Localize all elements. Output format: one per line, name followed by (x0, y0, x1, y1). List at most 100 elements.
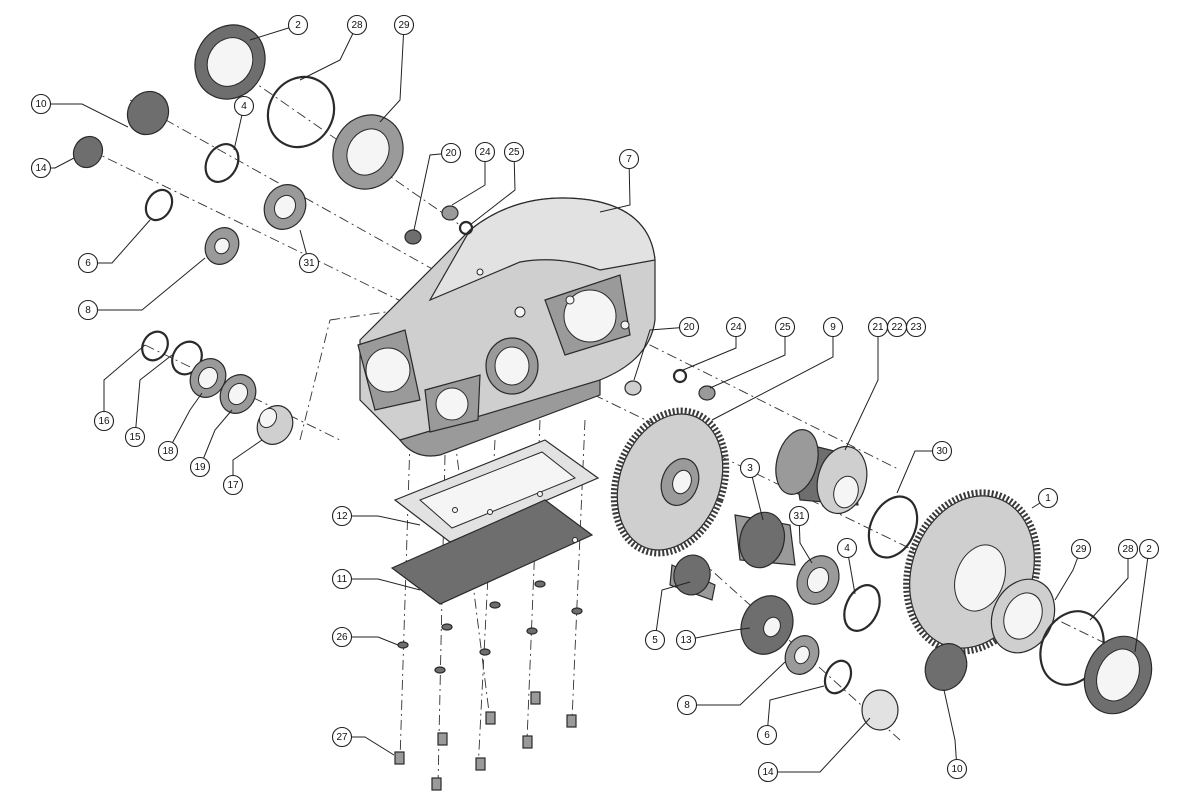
callout-8: 8 (77, 299, 99, 321)
callout-number: 25 (779, 322, 791, 333)
callout-24: 24 (474, 141, 496, 163)
callout-circle (124, 426, 146, 448)
callout-number: 10 (35, 99, 47, 110)
callout-number: 29 (398, 20, 410, 31)
callout-number: 14 (35, 163, 47, 174)
callout-circle (222, 474, 244, 496)
callout-29: 29 (393, 14, 415, 36)
callout-number: 15 (129, 432, 141, 443)
callout-number: 11 (337, 574, 348, 585)
callout-circle (474, 141, 496, 163)
callout-number: 10 (951, 764, 963, 775)
callout-circle (675, 629, 697, 651)
callout-number: 20 (683, 322, 695, 333)
callout-number: 26 (336, 632, 348, 643)
callout-circle (189, 456, 211, 478)
assembly-axes (89, 54, 1151, 786)
callout-number: 12 (336, 511, 348, 522)
callout-4: 4 (233, 95, 255, 117)
callout-number: 17 (227, 480, 239, 491)
callout-5: 5 (644, 629, 666, 651)
callout-16: 16 (93, 410, 115, 432)
callout-15: 15 (124, 426, 146, 448)
callout-circle (331, 726, 353, 748)
callout-number: 30 (936, 446, 948, 457)
callout-circle (157, 440, 179, 462)
upper-left-parts (72, 24, 404, 265)
callout-number: 1 (1045, 493, 1051, 504)
callout-circle (93, 410, 115, 432)
callout-circle (1138, 538, 1160, 560)
callout-23: 23 (905, 316, 927, 338)
leader-lines (41, 24, 1150, 773)
callout-number: 6 (764, 730, 770, 741)
callout-number: 20 (445, 148, 457, 159)
callout-circle (1070, 538, 1092, 560)
plugs-and-washers (404, 205, 716, 401)
callout-circle (346, 14, 368, 36)
callout-circle (788, 505, 810, 527)
callout-17: 17 (222, 474, 244, 496)
callout-9: 9 (822, 316, 844, 338)
callout-18: 18 (157, 440, 179, 462)
callout-number: 21 (872, 322, 884, 333)
callout-circle (836, 537, 858, 559)
callout-21: 21 (867, 316, 889, 338)
callout-circle (757, 761, 779, 783)
callout-13: 13 (675, 629, 697, 651)
callout-7: 7 (618, 148, 640, 170)
callout-number: 9 (830, 322, 836, 333)
callout-circle (287, 14, 309, 36)
callout-number: 3 (747, 463, 753, 474)
callout-22: 22 (886, 316, 908, 338)
callout-2: 2 (1138, 538, 1160, 560)
callout-circle (739, 457, 761, 479)
callout-number: 24 (730, 322, 742, 333)
callout-number: 13 (680, 635, 692, 646)
callout-circle (756, 724, 778, 746)
callout-bubbles: 1223445667889101011121314141516171819202… (30, 14, 1160, 783)
callout-number: 31 (303, 258, 315, 269)
callout-number: 2 (1146, 544, 1152, 555)
callout-number: 8 (85, 305, 91, 316)
callout-number: 2 (295, 20, 301, 31)
callout-circle (77, 299, 99, 321)
callout-number: 27 (336, 732, 348, 743)
callout-circle (618, 148, 640, 170)
callout-number: 22 (891, 322, 903, 333)
callout-31: 31 (298, 252, 320, 274)
callout-number: 5 (652, 635, 658, 646)
callout-circle (725, 316, 747, 338)
callout-circle (298, 252, 320, 274)
callout-10: 10 (946, 758, 968, 780)
callout-25: 25 (503, 141, 525, 163)
callout-number: 23 (910, 322, 922, 333)
callout-28: 28 (1117, 538, 1139, 560)
callout-26: 26 (331, 626, 353, 648)
callout-20: 20 (678, 316, 700, 338)
callout-6: 6 (756, 724, 778, 746)
callout-8: 8 (676, 694, 698, 716)
callout-10: 10 (30, 93, 52, 115)
callout-circle (233, 95, 255, 117)
callout-circle (678, 316, 700, 338)
left-shaft-parts (141, 330, 294, 445)
callout-number: 7 (626, 154, 632, 165)
callout-number: 28 (351, 20, 363, 31)
callout-20: 20 (440, 142, 462, 164)
callout-4: 4 (836, 537, 858, 559)
callout-circle (905, 316, 927, 338)
callout-30: 30 (931, 440, 953, 462)
callout-1: 1 (1037, 487, 1059, 509)
callout-number: 19 (194, 462, 206, 473)
callout-number: 25 (508, 147, 520, 158)
center-right-parts (669, 495, 919, 695)
callout-29: 29 (1070, 538, 1092, 560)
callout-number: 24 (479, 147, 491, 158)
gearbox-housing (357, 197, 656, 457)
callout-number: 4 (844, 543, 850, 554)
callout-circle (946, 758, 968, 780)
callout-27: 27 (331, 726, 353, 748)
callout-14: 14 (757, 761, 779, 783)
callout-number: 4 (241, 101, 247, 112)
